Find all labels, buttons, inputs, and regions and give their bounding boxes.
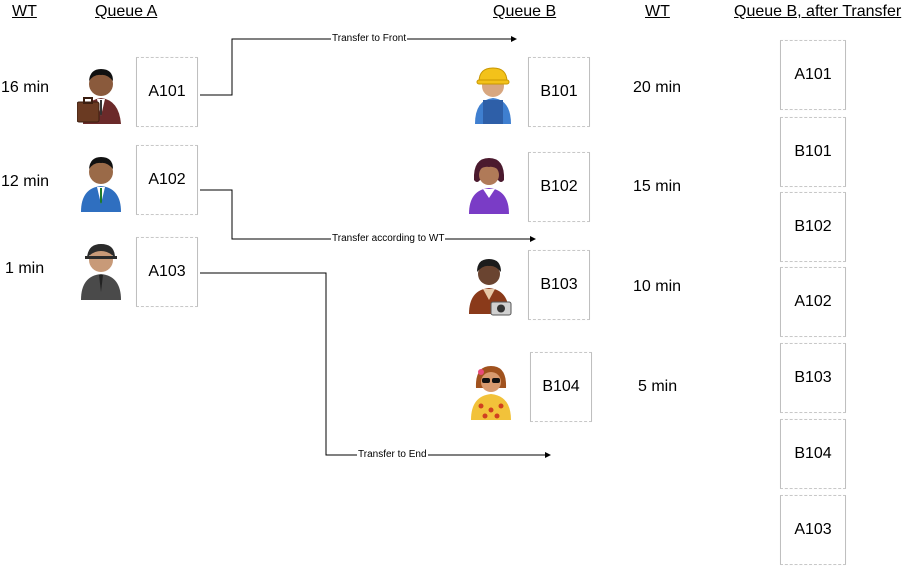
construction-worker-icon xyxy=(475,67,511,124)
result-ticket-4: A102 xyxy=(780,267,846,337)
ticket-a101: A101 xyxy=(136,57,198,127)
label-transfer-to-front: Transfer to Front xyxy=(331,33,408,44)
ticket-b104: B104 xyxy=(530,352,592,422)
businessman-briefcase-icon xyxy=(77,69,121,124)
wait-time-b101: 20 min xyxy=(633,79,682,96)
result-ticket-3: B102 xyxy=(780,192,846,262)
wait-time-a102: 12 min xyxy=(1,173,50,190)
header-queue-b-after: Queue B, after Transfer xyxy=(734,3,902,20)
result-ticket-6: B104 xyxy=(780,419,846,489)
wait-time-b103: 10 min xyxy=(633,278,682,295)
result-ticket-7: A103 xyxy=(780,495,846,565)
ticket-b102: B102 xyxy=(528,152,590,222)
header-wt-left: WT xyxy=(12,3,37,20)
ticket-a102: A102 xyxy=(136,145,198,215)
wait-time-b104: 5 min xyxy=(638,378,678,395)
result-ticket-2: B101 xyxy=(780,117,846,187)
header-queue-b: Queue B xyxy=(493,3,557,20)
woman-sunglasses-icon xyxy=(471,366,511,420)
wait-time-a103: 1 min xyxy=(5,260,45,277)
label-transfer-by-wt: Transfer according to WT xyxy=(331,233,446,244)
person-cap-icon xyxy=(81,244,121,300)
wait-time-a101: 16 min xyxy=(1,79,50,96)
ticket-a103: A103 xyxy=(136,237,198,307)
woman-purple-icon xyxy=(469,158,509,214)
header-queue-a: Queue A xyxy=(95,3,158,20)
label-transfer-to-end: Transfer to End xyxy=(357,449,428,460)
ticket-b101: B101 xyxy=(528,57,590,127)
result-ticket-5: B103 xyxy=(780,343,846,413)
header-wt-right: WT xyxy=(645,3,670,20)
businessman-green-tie-icon xyxy=(81,157,121,212)
wait-time-b102: 15 min xyxy=(633,178,682,195)
ticket-b103: B103 xyxy=(528,250,590,320)
result-ticket-1: A101 xyxy=(780,40,846,110)
tourist-camera-icon xyxy=(469,259,512,316)
arrow-to-end xyxy=(200,272,551,458)
